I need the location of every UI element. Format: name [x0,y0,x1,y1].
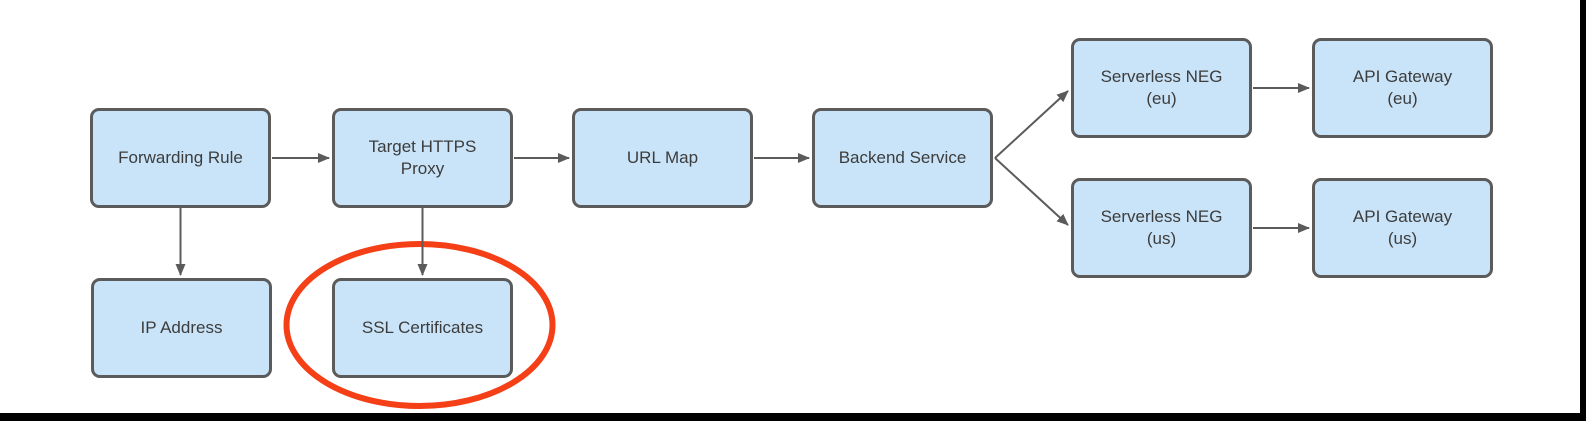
window-edge-right [1580,0,1586,421]
edge-backend-service-to-serverless-neg-us [994,157,1069,226]
node-label: Backend Service [838,147,967,167]
node-label: Target HTTPS Proxy [368,136,477,178]
node-target-https-proxy: Target HTTPS Proxy [332,108,513,208]
node-forwarding-rule: Forwarding Rule [90,108,271,208]
window-edge-bottom [0,413,1586,421]
node-label: IP Address [140,317,223,337]
node-label: SSL Certificates [361,317,484,337]
node-ssl-certificates: SSL Certificates [332,278,513,378]
node-label: Serverless NEG (us) [1100,206,1223,248]
node-backend-service: Backend Service [812,108,993,208]
node-serverless-neg-us: Serverless NEG (us) [1071,178,1252,278]
node-label: Serverless NEG (eu) [1100,66,1223,108]
node-url-map: URL Map [572,108,753,208]
node-label: API Gateway (eu) [1352,66,1453,108]
node-serverless-neg-eu: Serverless NEG (eu) [1071,38,1252,138]
node-label: Forwarding Rule [118,147,243,167]
node-ip-address: IP Address [91,278,272,378]
node-api-gateway-us: API Gateway (us) [1312,178,1493,278]
node-label: API Gateway (us) [1352,206,1453,248]
node-api-gateway-eu: API Gateway (eu) [1312,38,1493,138]
highlight-ellipse-ssl-certificates [283,241,556,409]
node-label: URL Map [626,147,699,167]
edge-backend-service-to-serverless-neg-eu [994,90,1069,159]
